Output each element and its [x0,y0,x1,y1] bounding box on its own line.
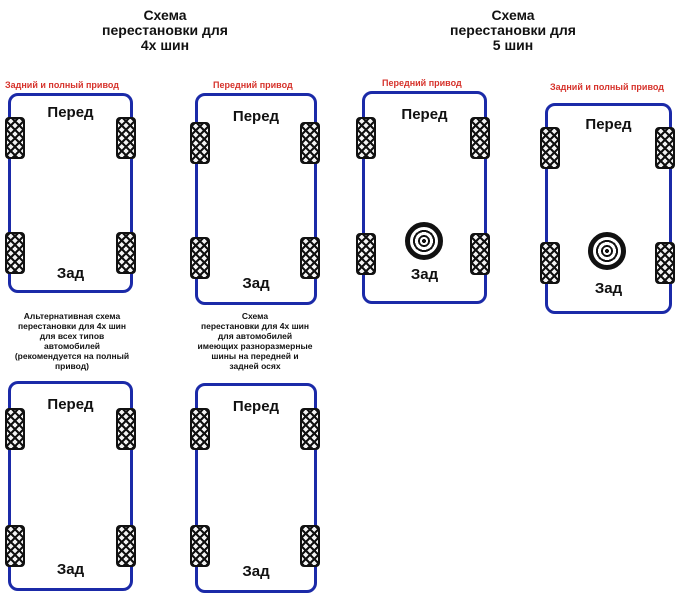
rear-label: Зад [56,561,85,578]
caption-alt-line: автомобилей [43,341,101,351]
tire-icon [190,408,210,450]
caption-alt-line: перестановки для 4х шин [17,321,127,331]
caption-alt-line: привод) [55,361,89,371]
tire-icon [300,525,320,567]
car-diagram-5-front: Перед Зад [362,91,487,304]
car-diagram-different-size: Перед Зад [195,383,317,593]
tire-icon [300,408,320,450]
caption-diff-line: задней осях [229,361,281,371]
title-5-line-2: перестановки для [450,22,576,38]
tire-icon [116,117,136,159]
caption-alt-line: Альтернативная схема [23,311,121,321]
spare-tire-icon [405,222,443,260]
tire-icon [655,127,675,169]
rear-label: Зад [410,266,439,283]
caption-diff-line: Схема [241,311,269,321]
caption-alternative: Альтернативная схема перестановки для 4х… [2,311,142,371]
tire-icon [116,408,136,450]
tire-icon [540,127,560,169]
title-4-tires: Схема перестановки для 4х шин [70,8,260,53]
tire-icon [356,117,376,159]
rear-label: Зад [594,280,623,297]
car-diagram-4-rear-awd: Перед Зад [8,93,133,293]
caption-alt-line: (рекомендуется на полный [14,351,130,361]
label-front-1: Передний привод [213,80,293,90]
tire-icon [190,237,210,279]
tire-icon [300,237,320,279]
tire-icon [356,233,376,275]
title-4-line-2: перестановки для [102,22,228,38]
tire-icon [116,232,136,274]
tire-icon [5,117,25,159]
label-rear-awd-1: Задний и полный привод [5,80,119,90]
rear-label: Зад [56,265,85,282]
car-diagram-4-front: Перед Зад [195,93,317,305]
tire-icon [5,525,25,567]
tire-icon [190,525,210,567]
tire-icon [5,232,25,274]
tire-icon [470,233,490,275]
spare-tire-icon [588,232,626,270]
title-5-tires: Схема перестановки для 5 шин [418,8,608,53]
front-label: Перед [47,396,94,413]
title-4-line-1: Схема [143,7,187,23]
caption-alt-line: для всех типов [39,331,105,341]
label-rear-awd-2: Задний и полный привод [550,82,664,92]
tire-icon [300,122,320,164]
car-diagram-alternative: Перед Зад [8,381,133,591]
caption-diff-line: перестановки для 4х шин [200,321,310,331]
title-5-line-3: 5 шин [492,37,534,53]
car-diagram-5-rear-awd: Перед Зад [545,103,672,314]
front-label: Перед [401,106,448,123]
tire-icon [655,242,675,284]
front-label: Перед [232,108,280,125]
title-4-line-3: 4х шин [140,37,190,53]
caption-diff-line: для автомобилей [217,331,293,341]
label-front-2: Передний привод [382,78,462,88]
tire-icon [470,117,490,159]
rear-label: Зад [242,275,270,292]
caption-different-size: Схема перестановки для 4х шин для автомо… [180,311,330,371]
title-5-line-1: Схема [491,7,535,23]
tire-icon [116,525,136,567]
front-label: Перед [47,104,94,121]
front-label: Перед [585,116,632,133]
tire-icon [5,408,25,450]
tire-icon [540,242,560,284]
tire-icon [190,122,210,164]
caption-diff-line: шины на передней и [211,351,299,361]
caption-diff-line: имеющих разноразмерные [197,341,313,351]
front-label: Перед [232,398,280,415]
rear-label: Зад [242,563,270,580]
